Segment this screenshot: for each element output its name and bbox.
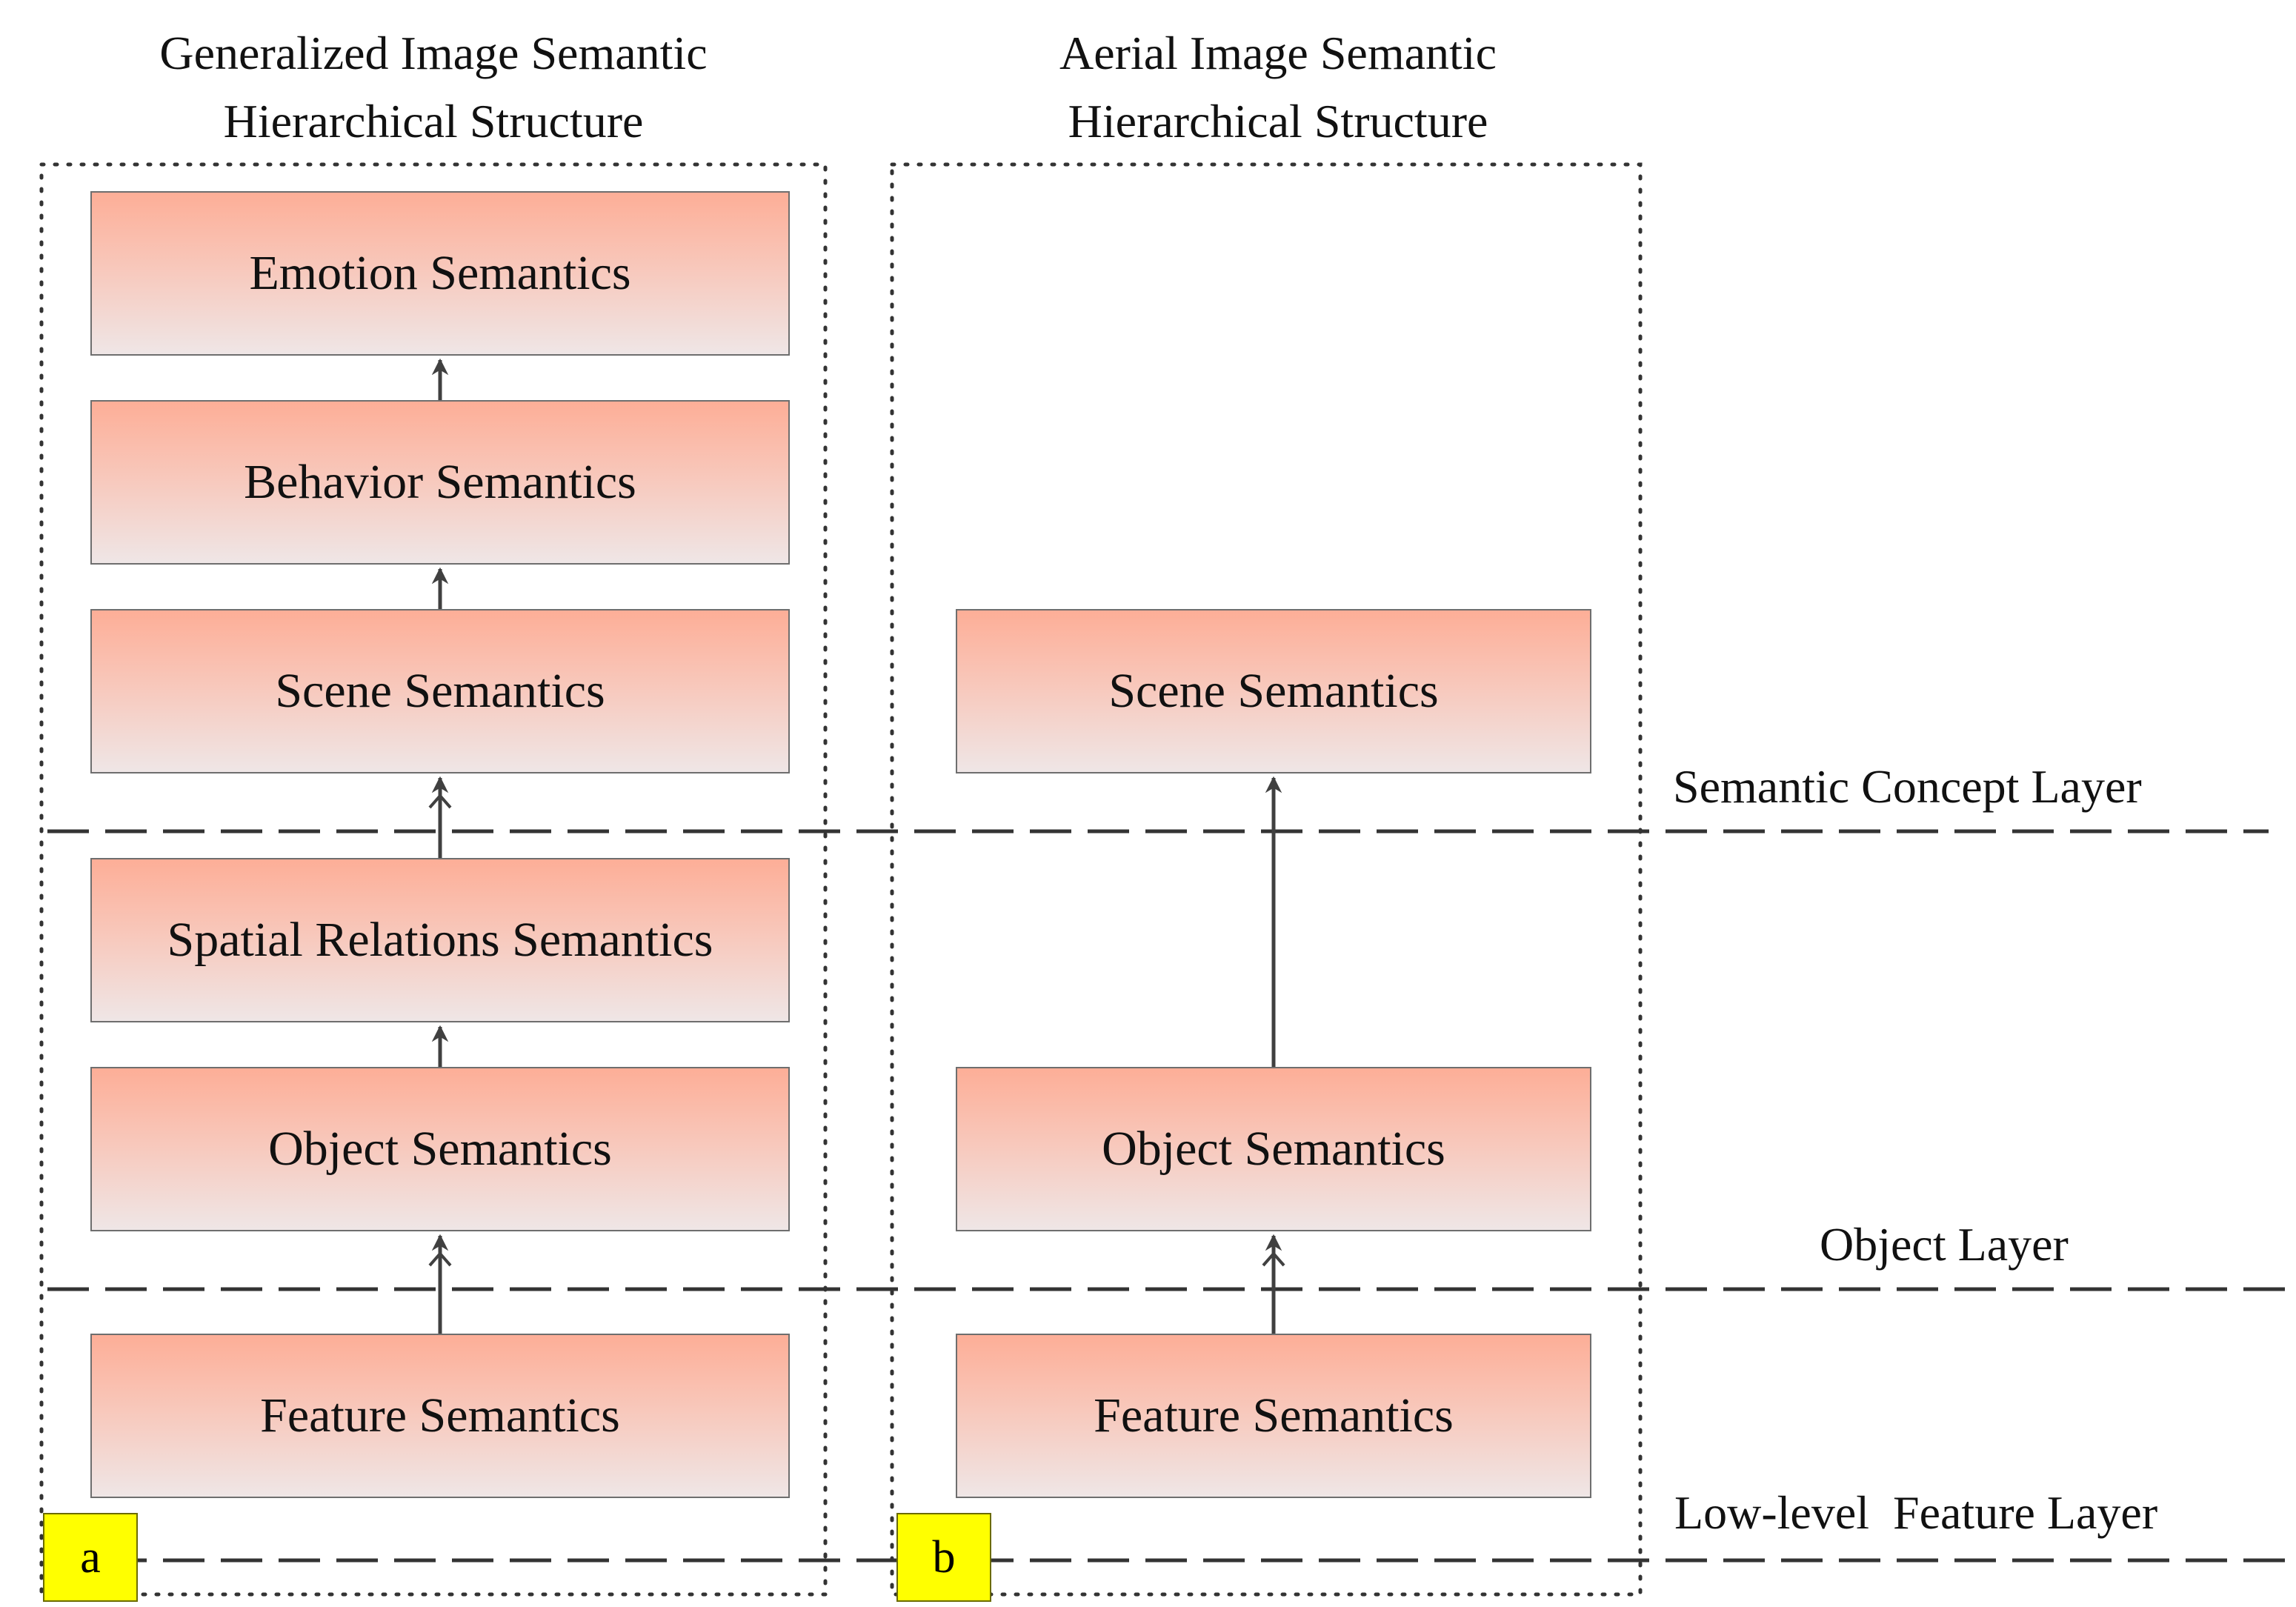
arrow-feature-to-object-a-tick [428, 1251, 452, 1267]
behavior-semantics-box: Behavior Semantics [90, 400, 790, 565]
panel-b-title: Aerial Image Semantic Hierarchical Struc… [1059, 27, 1497, 147]
object-semantics-box-b: Object Semantics [956, 1067, 1591, 1231]
object-semantics-box-a: Object Semantics [90, 1067, 790, 1231]
object-layer-label: Object Layer [1820, 1218, 2069, 1271]
panel-a-title: Generalized Image Semantic Hierarchical … [159, 27, 708, 147]
low-level-feature-layer-label: Low-level Feature Layer [1674, 1486, 2158, 1539]
semantic-concept-layer-label: Semantic Concept Layer [1673, 760, 2142, 813]
panel-b-tag: b [896, 1513, 991, 1602]
feature-semantics-box-a: Feature Semantics [90, 1334, 790, 1498]
emotion-semantics-box: Emotion Semantics [90, 191, 790, 356]
spatial-relations-semantics-box: Spatial Relations Semantics [90, 858, 790, 1022]
arrow-feature-to-object-b-tick [1262, 1251, 1285, 1267]
scene-semantics-box-a: Scene Semantics [90, 609, 790, 773]
scene-semantics-box-b: Scene Semantics [956, 609, 1591, 773]
feature-semantics-box-b: Feature Semantics [956, 1334, 1591, 1498]
arrow-spatial-to-scene-tick [428, 793, 452, 809]
panel-a-tag: a [43, 1513, 138, 1602]
panel-b-frame [890, 162, 1643, 1597]
